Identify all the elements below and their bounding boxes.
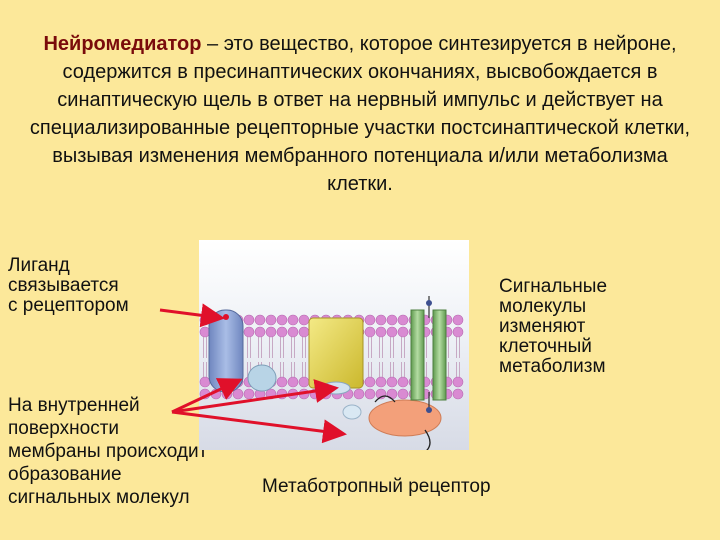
lipid-head [452, 326, 464, 338]
ion-dot-bottom [426, 407, 432, 413]
lipid-head [243, 388, 255, 400]
lipid-head [397, 314, 409, 326]
lipid-head [199, 388, 211, 400]
membrane-illustration [199, 240, 469, 450]
lipid-head [397, 326, 409, 338]
lipid-head [298, 314, 310, 326]
lipid-head [364, 314, 376, 326]
signaling-molecules-line: молекулы [499, 296, 587, 317]
lipid-head [287, 376, 299, 388]
lipid-head [386, 314, 398, 326]
ligand-binding-line: связывается [8, 275, 119, 296]
lipid-head [276, 376, 288, 388]
lipid-head [353, 388, 365, 400]
lipid-head [298, 388, 310, 400]
lipid-head [386, 376, 398, 388]
definition-text: Нейромедиатор – это вещество, которое си… [20, 30, 700, 198]
ion-channel-left [410, 309, 425, 401]
inner-surface-line: сигнальных молекул [8, 487, 190, 508]
ligand-binding-line: с рецептором [8, 295, 129, 316]
lipid-head [298, 326, 310, 338]
ligand-binding-label: Лиганд связывается с рецептором [8, 256, 178, 316]
lipid-head [364, 326, 376, 338]
g-protein-base [321, 381, 351, 395]
lipid-head [452, 314, 464, 326]
g-protein-subunit [247, 364, 277, 392]
inner-surface-label: На внутренней поверхности мембраны проис… [8, 394, 278, 509]
lipid-head [397, 376, 409, 388]
lipid-head [265, 314, 277, 326]
lipid-head [199, 376, 211, 388]
receptor-protein [208, 309, 244, 393]
lipid-head [364, 376, 376, 388]
lipid-head [375, 326, 387, 338]
inner-surface-line: поверхности [8, 418, 120, 439]
signaling-molecules-line: изменяют [499, 316, 586, 337]
lipid-head [276, 314, 288, 326]
lipid-head [276, 326, 288, 338]
inner-surface-line: На внутренней [8, 395, 140, 416]
lipid-head [452, 388, 464, 400]
inner-surface-line: мембраны происходит [8, 441, 208, 462]
lipid-head [309, 388, 321, 400]
lipid-head [265, 326, 277, 338]
definition-body: – это вещество, которое синтезируется в … [29, 33, 691, 195]
g-protein [308, 317, 364, 389]
lipid-head [375, 314, 387, 326]
lipid-head [287, 388, 299, 400]
ligand-dot [223, 314, 229, 320]
signal-flow-arrow [424, 429, 431, 450]
lipid-head [287, 326, 299, 338]
lipid-head [364, 388, 376, 400]
definition-term: Нейромедиатор [43, 33, 202, 55]
lipid-head [386, 326, 398, 338]
signaling-molecules-line: Сигнальные [499, 276, 608, 297]
metabotropic-receptor-label: Метаботропный рецептор [262, 476, 491, 497]
signaling-molecules-label: Сигнальные молекулы изменяют клеточный м… [499, 277, 659, 377]
lipid-head [298, 376, 310, 388]
effector-enzyme [368, 399, 442, 437]
signaling-molecules-line: метаболизм [499, 356, 606, 377]
lipid-head [243, 326, 255, 338]
signal-flow-arrow [374, 395, 396, 403]
lipid-head [254, 326, 266, 338]
lipid-head [287, 314, 299, 326]
lipid-head [375, 376, 387, 388]
lipid-head [243, 314, 255, 326]
ion-dot-top [426, 300, 432, 306]
ligand-binding-line: Лиганд [8, 255, 70, 276]
signaling-molecules-line: клеточный [499, 336, 592, 357]
signal-molecule [342, 404, 362, 420]
lipid-head [276, 388, 288, 400]
inner-surface-line: образование [8, 464, 122, 485]
lipid-head [452, 376, 464, 388]
lipid-head [397, 388, 409, 400]
lipid-head [386, 388, 398, 400]
ion-channel-right [432, 309, 447, 401]
lipid-head [199, 314, 211, 326]
lipid-head [254, 314, 266, 326]
